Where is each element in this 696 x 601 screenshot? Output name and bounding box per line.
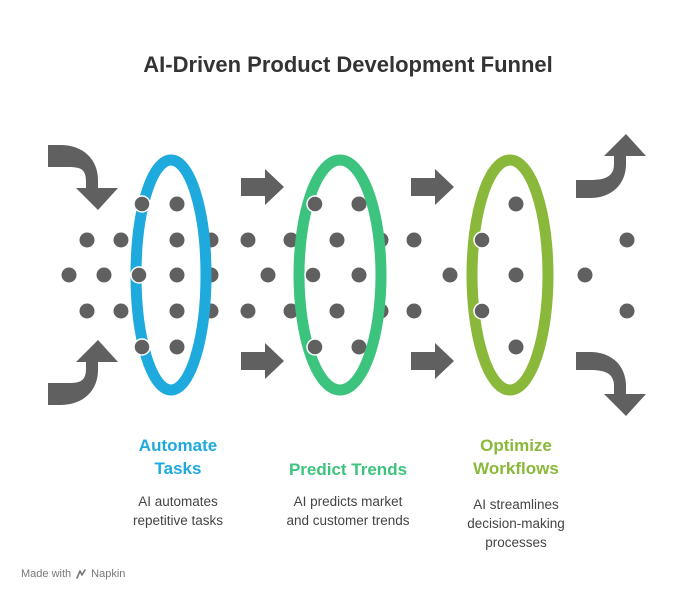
caught-particles [130, 195, 491, 356]
particle-dot [96, 267, 112, 283]
particle-dot [351, 339, 367, 355]
napkin-logo-icon [76, 569, 86, 579]
stage-3-desc-line: processes [485, 535, 547, 550]
stage-3-desc-line: AI streamlines [473, 497, 559, 512]
stage-2-desc-line: AI predicts market [293, 494, 403, 509]
particle-dot [61, 267, 77, 283]
stage-3-title-line: Optimize [480, 436, 552, 455]
particle-dot [169, 339, 185, 355]
particle-dot [240, 303, 256, 319]
napkin-brand-label: Napkin [91, 568, 126, 580]
stage-3-desc-line: decision-making [467, 516, 565, 531]
particle-dot [329, 232, 345, 248]
particle-dot [306, 195, 324, 213]
particle-dot [260, 267, 276, 283]
particle-dot [113, 232, 129, 248]
particle-dot [283, 232, 299, 248]
stage-2-title: Predict Trends [265, 458, 431, 481]
stage-3-title-line: Workflows [473, 459, 559, 478]
particle-dot [473, 302, 491, 320]
particle-dot [619, 232, 635, 248]
outgoing-arrow-bottom-icon [576, 352, 646, 416]
arrow-right-icon [241, 343, 284, 379]
made-with-napkin[interactable]: Made with Napkin [21, 568, 125, 580]
arrow-right-icon [241, 169, 284, 205]
stage-1-description: AI automates repetitive tasks [103, 492, 253, 530]
particle-dot [508, 196, 524, 212]
particle-dot [442, 267, 458, 283]
particle-dot [304, 266, 322, 284]
incoming-arrow-bottom-icon [48, 340, 118, 405]
stage-1-title-line: Automate [138, 436, 218, 455]
particle-dot [508, 267, 524, 283]
particles [61, 196, 635, 355]
particle-dot [306, 338, 324, 356]
arrow-right-icon [411, 169, 454, 205]
stage-arrows [241, 169, 454, 379]
incoming-arrows [48, 145, 118, 405]
particle-dot [133, 338, 151, 356]
particle-dot [130, 266, 148, 284]
outgoing-arrows [576, 134, 646, 416]
made-with-label: Made with [21, 568, 72, 580]
particle-dot [351, 267, 367, 283]
particle-dot [406, 303, 422, 319]
outgoing-arrow-top-icon [576, 134, 646, 198]
incoming-arrow-top-icon [48, 145, 118, 210]
particle-dot [169, 196, 185, 212]
filter-rings [130, 154, 554, 396]
arrow-right-icon [411, 343, 454, 379]
stage-2-description: AI predicts market and customer trends [268, 492, 428, 530]
particle-dot [351, 196, 367, 212]
stage-2-ring [293, 154, 387, 396]
stage-1-title: Automate Tasks [108, 434, 248, 480]
particle-dot [473, 231, 491, 249]
particle-dot [577, 267, 593, 283]
stage-3-title: Optimize Workflows [446, 434, 586, 480]
particle-dot [133, 195, 151, 213]
stage-1-title-line: Tasks [154, 459, 202, 478]
stage-3-description: AI streamlines decision-making processes [441, 495, 591, 552]
particle-dot [79, 232, 95, 248]
particle-dot [283, 303, 299, 319]
page-title: AI-Driven Product Development Funnel [143, 52, 553, 77]
stage-1-desc-line: AI automates [138, 494, 218, 509]
particle-dot [169, 303, 185, 319]
particle-dot [406, 232, 422, 248]
particle-dot [79, 303, 95, 319]
particle-dot [169, 232, 185, 248]
stage-1-desc-line: repetitive tasks [132, 513, 224, 528]
stage-2-desc-line: and customer trends [286, 513, 410, 528]
stage-2-title-line: Predict Trends [288, 460, 408, 479]
particle-dot [169, 267, 185, 283]
particle-dot [240, 232, 256, 248]
particle-dot [619, 303, 635, 319]
stage-3-ring [466, 154, 554, 396]
particle-dot [113, 303, 129, 319]
particle-dot [329, 303, 345, 319]
particle-dot [508, 339, 524, 355]
